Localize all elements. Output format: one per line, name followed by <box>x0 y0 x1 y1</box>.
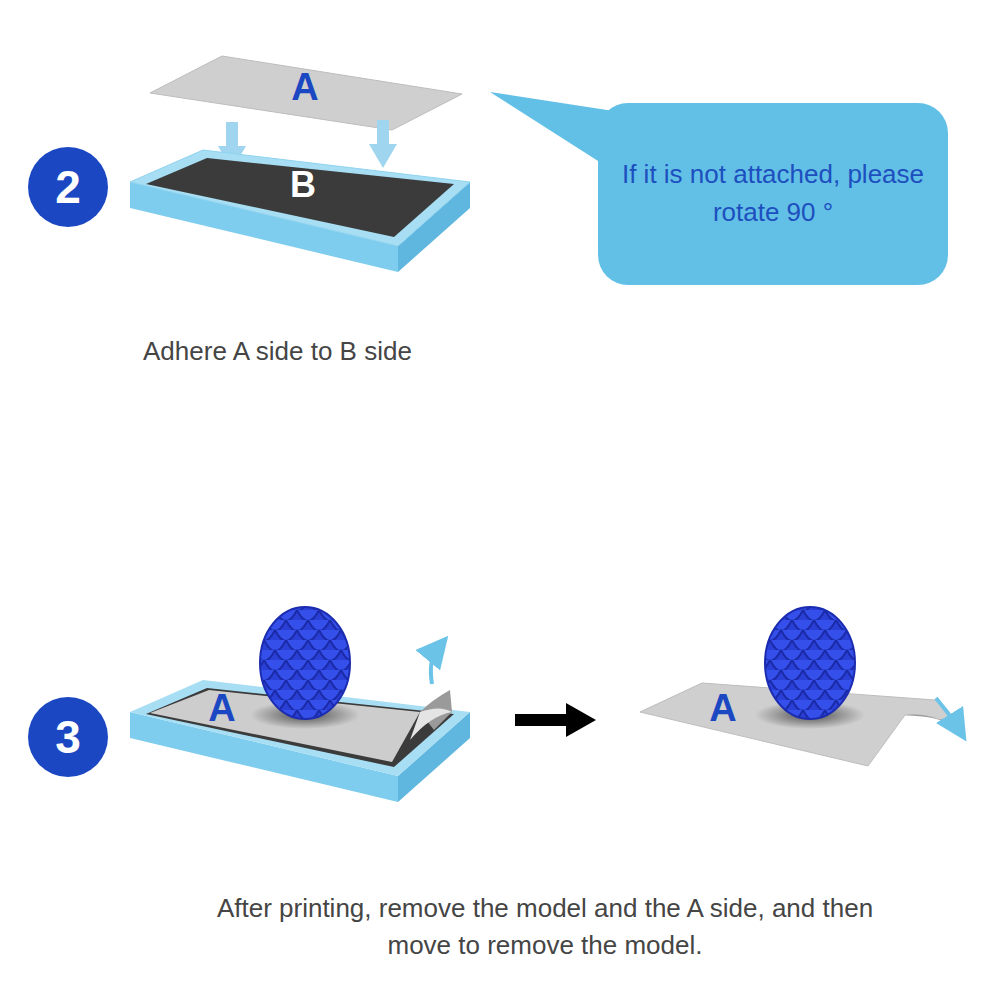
step-number: 3 <box>28 697 108 777</box>
callout-text: If it is not attached, please rotate 90 … <box>618 156 928 231</box>
step-number-text: 3 <box>55 710 81 764</box>
step-number-text: 2 <box>55 160 81 214</box>
callout-box: If it is not attached, please rotate 90 … <box>598 103 948 285</box>
peel-arrow <box>431 648 438 684</box>
sheet-letter: A <box>291 66 318 109</box>
sheet-a <box>150 56 462 130</box>
egg-model <box>765 607 855 719</box>
sheet-letter: B <box>290 164 316 206</box>
peel-arrow <box>936 698 958 728</box>
next-arrow <box>515 703 596 737</box>
sheet-letter: A <box>709 687 736 730</box>
caption: After printing, remove the model and the… <box>215 890 875 964</box>
sheet-letter: A <box>208 687 235 730</box>
step-number: 2 <box>28 147 108 227</box>
step-note: Adhere A side to B side <box>143 336 412 367</box>
egg-model <box>260 607 350 719</box>
tray-b <box>130 150 470 272</box>
